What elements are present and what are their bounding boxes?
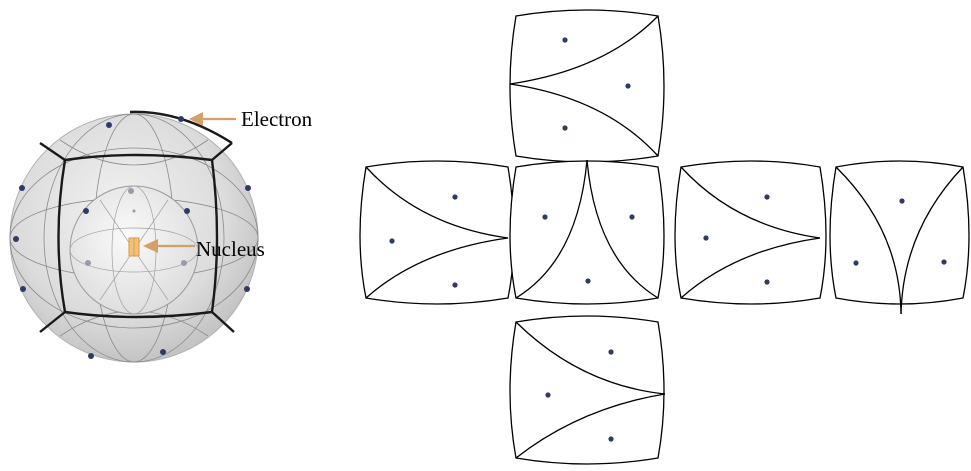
electron-dot <box>184 208 190 214</box>
electron-dot <box>160 349 166 355</box>
electron-label: Electron <box>241 107 313 131</box>
electron-dot <box>20 286 26 292</box>
nucleus-label: Nucleus <box>196 237 265 261</box>
nucleus-arrowhead <box>143 239 158 253</box>
electron-dot <box>83 208 89 214</box>
electron-dot <box>244 286 250 292</box>
sphere-electrons <box>13 116 251 359</box>
net-face-left <box>359 160 515 305</box>
net-face-bottom <box>509 315 666 465</box>
electron-dot <box>106 122 112 128</box>
net-face-far-right <box>829 160 970 315</box>
sphere-cube-edges <box>39 110 235 333</box>
net-face-top <box>509 9 665 163</box>
atom-sphere <box>9 110 259 363</box>
net-face-center <box>509 159 665 305</box>
electron-dot <box>19 185 25 191</box>
nucleus-annotation: Nucleus <box>143 237 265 261</box>
electron-dot <box>178 116 184 122</box>
electron-dot <box>245 185 251 191</box>
electron-arrowhead <box>189 112 203 126</box>
electron-annotation: Electron <box>189 107 313 131</box>
electron-dot <box>88 353 94 359</box>
inner-dots <box>85 188 187 266</box>
cube-net <box>359 9 970 465</box>
net-face-right <box>674 160 827 305</box>
electron-dot <box>13 236 19 242</box>
